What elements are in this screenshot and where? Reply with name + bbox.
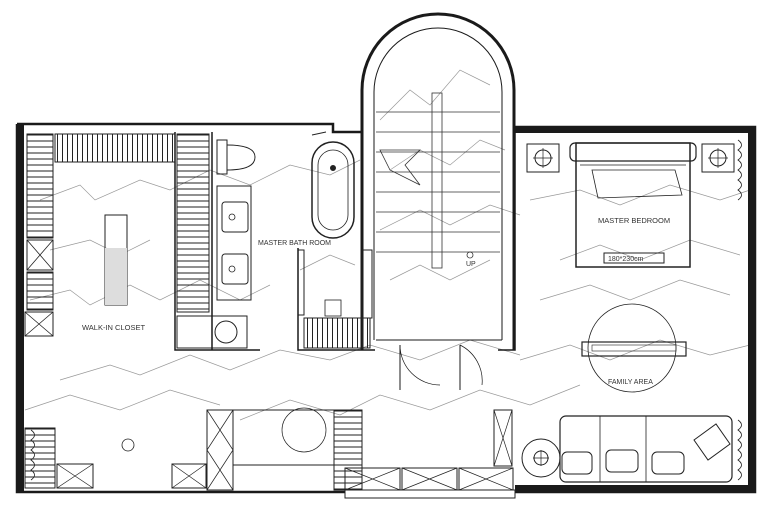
marble-texture — [24, 69, 751, 421]
family-area-tv — [581, 303, 687, 393]
interior-partitions — [174, 127, 516, 390]
nightstand-lamp-right — [701, 143, 735, 173]
staircase — [376, 92, 500, 269]
bathroom-fixtures — [216, 131, 373, 349]
bed-size-label: 180*230cm — [608, 256, 644, 263]
nightstand-lamp-left — [526, 143, 560, 173]
master-bedroom-label: MASTER BEDROOM — [598, 216, 670, 225]
bed — [569, 142, 697, 268]
radiator-right — [737, 139, 742, 481]
radiator-left — [30, 429, 35, 481]
walk-in-closet-label: WALK-IN CLOSET — [82, 323, 145, 332]
sofa — [521, 415, 733, 483]
bottom-cabinets — [24, 407, 516, 499]
master-bathroom-label: MASTER BATH ROOM — [258, 240, 331, 247]
stair-tower — [360, 12, 516, 350]
exterior-walls — [15, 122, 757, 494]
family-area-label: FAMILY AREA — [608, 379, 653, 386]
stair-up-label: UP — [466, 261, 476, 268]
closet-shelving — [24, 133, 248, 349]
